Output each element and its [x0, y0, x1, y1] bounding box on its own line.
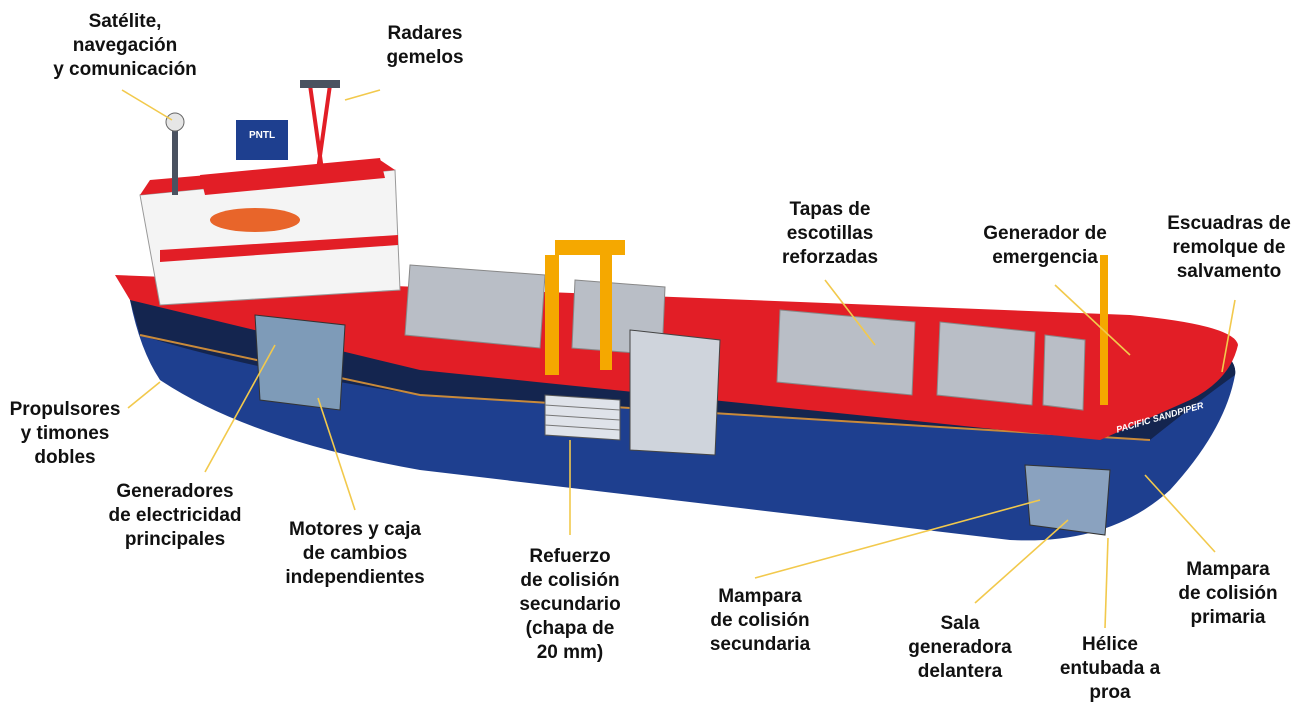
- leader-primary-bulkhead: [1144, 474, 1216, 553]
- leader-hatch-covers: [824, 279, 876, 346]
- leader-thrusters: [127, 381, 161, 409]
- leader-main-generators: [204, 344, 276, 473]
- leader-secondary-bulkhead: [754, 499, 1041, 579]
- leader-bow-thruster: [1104, 537, 1109, 629]
- hatch-covers: [404, 264, 1086, 411]
- superstructure: [139, 120, 401, 306]
- cutaway-compartments: [254, 314, 1111, 536]
- leader-radars: [344, 89, 381, 101]
- leader-towing-brackets: [1221, 299, 1236, 373]
- leader-satellite: [121, 89, 173, 121]
- deck-crane: [545, 240, 625, 375]
- hull-stripe: [139, 334, 1151, 441]
- leader-engines: [317, 397, 356, 511]
- leader-forward-generator-room: [974, 519, 1069, 604]
- funnel-logo: PNTL: [248, 130, 276, 141]
- leader-emergency-generator: [1054, 284, 1131, 356]
